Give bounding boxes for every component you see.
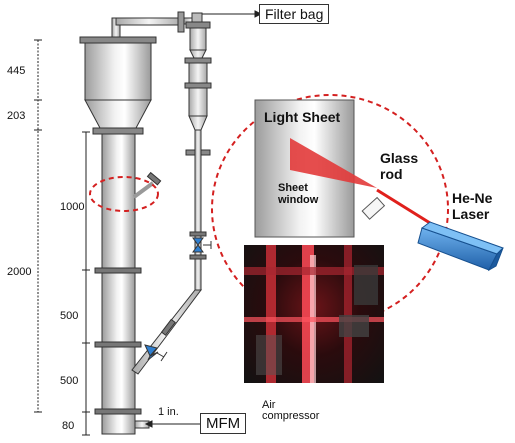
main-column bbox=[79, 36, 162, 435]
photo-graphic bbox=[244, 245, 384, 383]
mfm-label: MFM bbox=[200, 413, 247, 435]
laser-sheet-photo bbox=[244, 245, 384, 383]
inlet-size-label: 1 in. bbox=[158, 406, 179, 418]
arrows bbox=[144, 10, 263, 428]
dim-label-1000: 1000 bbox=[60, 201, 85, 213]
light-sheet-title: Light Sheet bbox=[264, 109, 341, 125]
light-sheet-inset bbox=[254, 99, 504, 272]
glass-rod-label: Glass rod bbox=[380, 150, 419, 182]
dim-label-203: 203 bbox=[7, 110, 26, 122]
cyclone bbox=[131, 21, 212, 375]
dim-label-500-mid: 500 bbox=[60, 310, 79, 322]
laser-icon bbox=[417, 221, 504, 272]
dimension-lines bbox=[34, 39, 90, 436]
sheet-window-label: Sheet window bbox=[278, 182, 319, 206]
air-compressor-label: Air compressor bbox=[262, 399, 320, 422]
dim-label-500-low: 500 bbox=[60, 375, 79, 387]
dim-label-80: 80 bbox=[62, 420, 75, 432]
laser-label: He-Ne Laser bbox=[452, 190, 493, 222]
filter-bag-label: Filter bag bbox=[259, 4, 330, 25]
dim-label-2000: 2000 bbox=[7, 266, 32, 278]
dim-label-445: 445 bbox=[7, 65, 26, 77]
top-duct bbox=[111, 11, 203, 41]
